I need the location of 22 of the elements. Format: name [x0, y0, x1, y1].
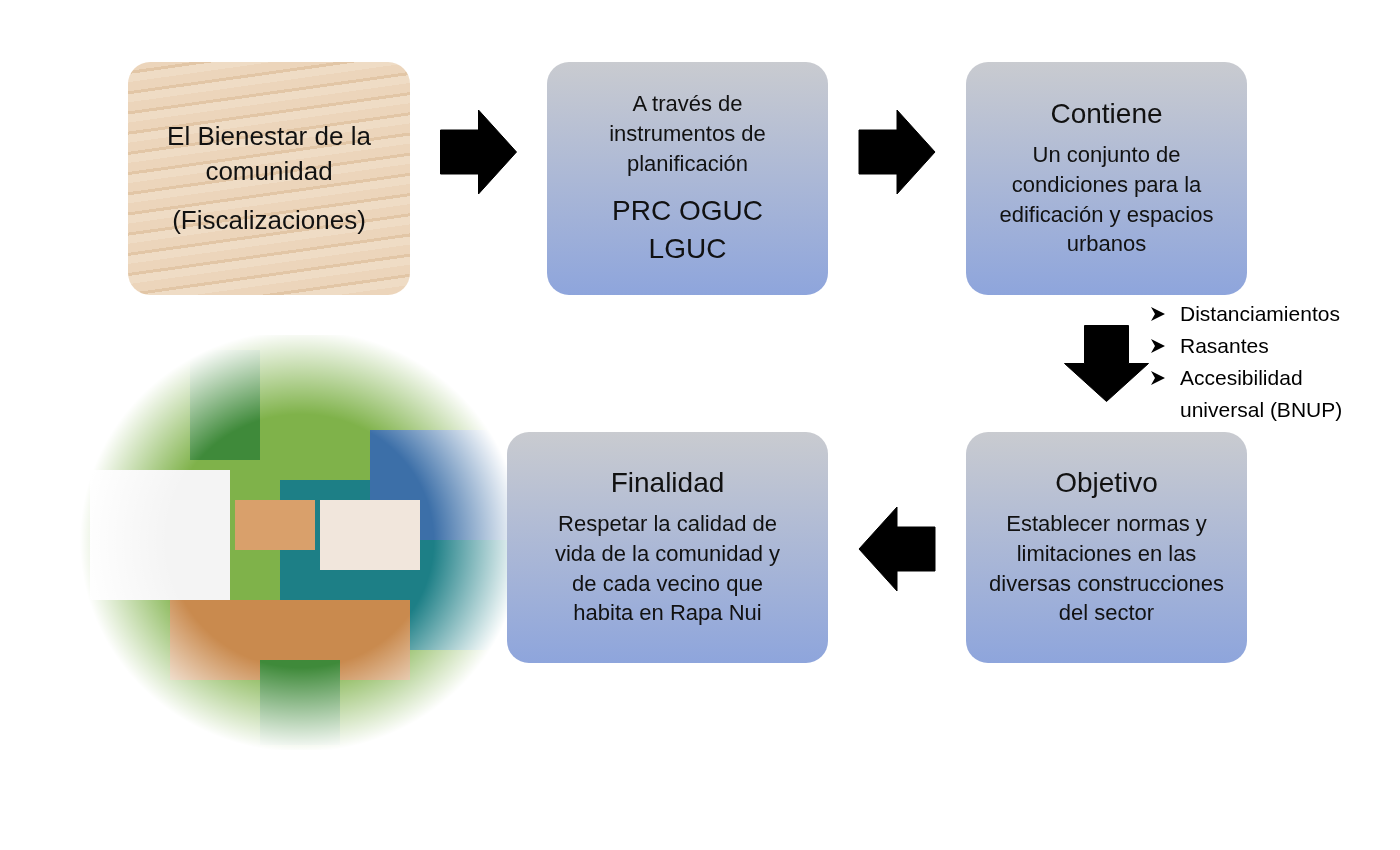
process-box [547, 62, 828, 295]
box-heading: Objetivo [1055, 467, 1158, 500]
box-heading: Contiene [1050, 98, 1163, 131]
process-box [966, 62, 1247, 295]
process-box [966, 432, 1247, 663]
box-text: Respetar la calidad de vida de la comunidad y de cada vecino que habita en Rapa Nui [554, 510, 781, 628]
box-text: Un conjunto de condiciones para la edificación y espacios urbanos [998, 141, 1215, 259]
box-text: (Fiscalizaciones) [172, 204, 366, 238]
process-box [507, 432, 828, 663]
box-text: PRC OGUC LGUC [611, 194, 764, 267]
block-arrow [858, 506, 936, 592]
block-arrow [440, 109, 517, 195]
block-arrow [1064, 325, 1149, 402]
bullet-text: Rasantes [1180, 333, 1270, 359]
box-heading: Finalidad [610, 467, 725, 500]
box-text: A través de instrumentos de planificación [608, 90, 767, 178]
bullet-text: Accesibilidad universal (BNUP) [1180, 365, 1344, 423]
box-text: El Bienestar de la comunidad [166, 119, 372, 188]
block-arrow [858, 109, 936, 195]
box-text: Establecer normas y limitaciones en las diversas construcciones del sector [988, 510, 1225, 628]
bullet-text: Distanciamientos [1180, 301, 1341, 327]
wood-process-box [128, 62, 410, 295]
